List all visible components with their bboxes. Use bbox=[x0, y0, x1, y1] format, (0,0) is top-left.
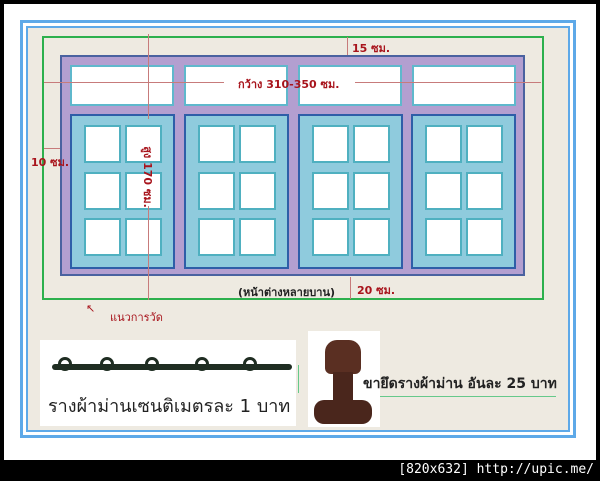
watermark: [820x632] http://upic.me/ bbox=[398, 462, 594, 477]
curtain-ring-icon bbox=[145, 357, 159, 371]
connector-line bbox=[366, 396, 556, 397]
pane bbox=[425, 172, 462, 210]
pane bbox=[239, 218, 276, 256]
width-label: กว้าง 310-350 ซม. bbox=[238, 78, 340, 91]
pane bbox=[353, 172, 390, 210]
measure-line-label: แนวการวัด bbox=[110, 311, 163, 324]
transom-4 bbox=[412, 65, 516, 106]
side-margin-dimension bbox=[44, 148, 60, 149]
pane bbox=[239, 172, 276, 210]
bottom-margin-dimension bbox=[350, 277, 351, 299]
pane bbox=[198, 218, 235, 256]
top-margin-label: 15 ซม. bbox=[352, 42, 391, 55]
curtain-ring-icon bbox=[243, 357, 257, 371]
pane bbox=[466, 125, 503, 163]
height-dimension-line bbox=[148, 34, 149, 119]
pane bbox=[312, 172, 349, 210]
width-dimension-line bbox=[44, 82, 224, 83]
curtain-ring-icon bbox=[58, 357, 72, 371]
bottom-margin-label: 20 ซม. bbox=[357, 284, 396, 297]
height-label: สูง 170 ซม. bbox=[141, 146, 154, 208]
window-type-caption: (หน้าต่างหลายบาน) bbox=[238, 286, 335, 299]
pane bbox=[312, 218, 349, 256]
curtain-rail-icon bbox=[52, 364, 292, 370]
pane bbox=[125, 125, 162, 163]
pane bbox=[466, 172, 503, 210]
side-margin-label: 10 ซม. bbox=[31, 156, 70, 169]
curtain-ring-icon bbox=[195, 357, 209, 371]
transom-1 bbox=[70, 65, 174, 106]
bracket-price-label: ขายึดรางผ้าม่าน อันละ 25 บาท bbox=[363, 376, 557, 392]
pane bbox=[239, 125, 276, 163]
pane bbox=[84, 172, 121, 210]
pane bbox=[425, 125, 462, 163]
bracket-neck bbox=[333, 372, 353, 402]
measure-line-pointer: ↖ bbox=[86, 302, 96, 315]
bracket-base bbox=[314, 400, 372, 424]
pane bbox=[353, 218, 390, 256]
bracket-icon bbox=[325, 340, 361, 374]
transom-3 bbox=[298, 65, 402, 106]
top-margin-dimension bbox=[347, 37, 348, 55]
measurement-boundary bbox=[42, 36, 544, 300]
transom-2 bbox=[184, 65, 288, 106]
pane bbox=[84, 125, 121, 163]
rail-price-label: รางผ้าม่านเซนติเมตรละ 1 บาท bbox=[42, 392, 292, 422]
pane bbox=[125, 172, 162, 210]
pane bbox=[425, 218, 462, 256]
pane bbox=[84, 218, 121, 256]
pane bbox=[198, 172, 235, 210]
pane bbox=[466, 218, 503, 256]
pane bbox=[125, 218, 162, 256]
pane bbox=[312, 125, 349, 163]
width-dimension-line bbox=[355, 82, 541, 83]
pane bbox=[198, 125, 235, 163]
pane bbox=[353, 125, 390, 163]
height-dimension-line bbox=[148, 206, 149, 300]
curtain-ring-icon bbox=[100, 357, 114, 371]
outer-border bbox=[20, 20, 576, 438]
connector-line bbox=[298, 365, 299, 393]
